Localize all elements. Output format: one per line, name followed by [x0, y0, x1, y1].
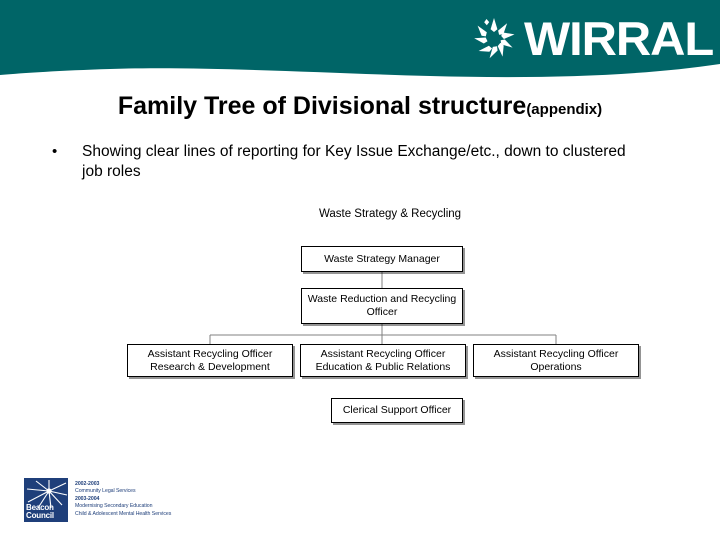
beacon-award-years: 2002-2003	[75, 481, 100, 487]
page-title: Family Tree of Divisional structure(appe…	[0, 92, 720, 121]
wirral-logo: WIRRAL	[470, 14, 714, 62]
wirral-wordmark: WIRRAL	[524, 11, 714, 65]
beacon-award-description: Community Legal Services	[75, 488, 136, 495]
beacon-badge: Beacon Council	[24, 478, 68, 522]
org-node-clerical-support-officer[interactable]: Clerical Support Officer	[331, 398, 463, 423]
title-block: Family Tree of Divisional structure(appe…	[0, 92, 720, 121]
beacon-awards-list: 2002-2003 Community Legal Services 2003-…	[75, 478, 171, 518]
org-node-waste-reduction-officer[interactable]: Waste Reduction and Recycling Officer	[301, 288, 463, 324]
page-title-appendix: (appendix)	[526, 101, 603, 118]
beacon-council-name: Beacon Council	[26, 504, 54, 520]
beacon-award-description: Modernising Secondary Education	[75, 503, 153, 510]
beacon-award-years: 2003-2004	[75, 495, 100, 502]
starburst-pinwheel-icon	[474, 18, 515, 59]
beacon-council-logo: Beacon Council 2002-2003 Community Legal…	[24, 478, 171, 522]
page-title-main: Family Tree of Divisional structure	[117, 92, 527, 120]
bullet-marker-icon: •	[52, 143, 58, 160]
org-node-assistant-research-development[interactable]: Assistant Recycling Officer Research & D…	[127, 344, 293, 377]
org-node-assistant-education-public-relations[interactable]: Assistant Recycling Officer Education & …	[300, 344, 466, 377]
org-chart: Waste Strategy & Recycling Waste Strateg…	[120, 200, 660, 440]
banner-wave-shape	[0, 0, 720, 78]
org-node-assistant-operations[interactable]: Assistant Recycling Officer Operations	[473, 344, 639, 377]
header-banner: WIRRAL	[0, 0, 720, 88]
org-chart-connectors	[209, 272, 557, 344]
bullet-list-item: • Showing clear lines of reporting for K…	[52, 142, 672, 182]
beacon-star-icon	[26, 480, 68, 509]
bullet-text: Showing clear lines of reporting for Key…	[82, 143, 626, 180]
org-node-waste-strategy-manager[interactable]: Waste Strategy Manager	[301, 246, 463, 272]
beacon-name-line1: Beacon	[26, 503, 54, 512]
beacon-name-line2: Council	[26, 511, 54, 520]
beacon-award-description: Child & Adolescent Mental Health Service…	[75, 510, 172, 517]
org-chart-title: Waste Strategy & Recycling	[318, 208, 462, 220]
